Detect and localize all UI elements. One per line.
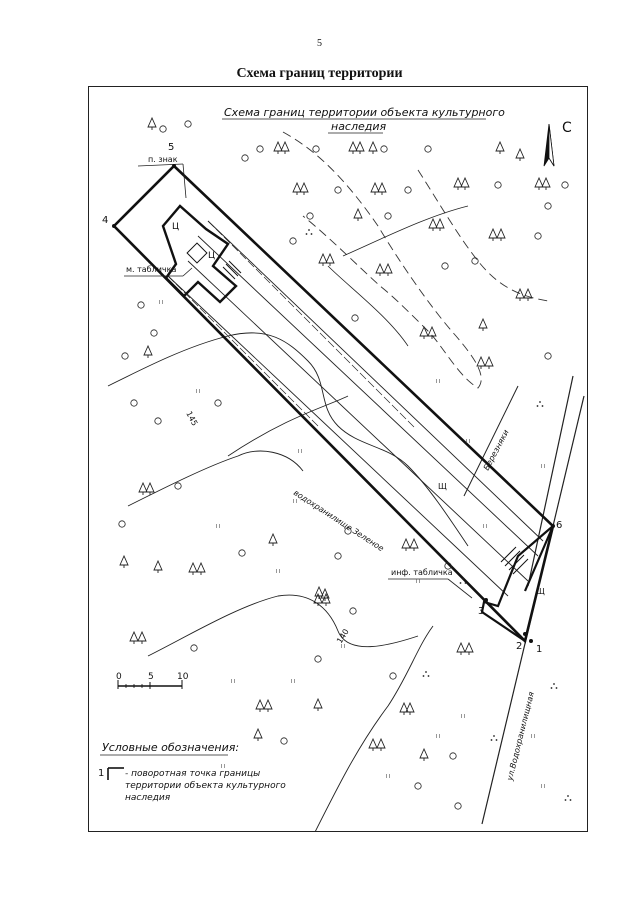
sign-small-label: п. знак bbox=[148, 155, 178, 164]
church-building bbox=[161, 204, 238, 304]
map-title-line1: Схема границ территории объекта культурн… bbox=[224, 106, 505, 119]
legend-item-number: 1 bbox=[98, 768, 104, 779]
north-label: С bbox=[562, 120, 572, 136]
scale-bar bbox=[117, 680, 183, 689]
document-title: Схема границ территории bbox=[236, 66, 403, 81]
hedge-rows bbox=[167, 220, 415, 428]
page-number: 5 bbox=[317, 38, 322, 49]
vegetation-symbols bbox=[118, 117, 572, 810]
map-title-line2: наследия bbox=[331, 120, 387, 133]
point-label-3: 3 bbox=[478, 606, 484, 617]
sign-memorial-label: м. табличка bbox=[126, 265, 176, 274]
street-reservoir-label: ул.Водохранилищная bbox=[505, 691, 536, 783]
contour-line-b bbox=[147, 594, 419, 657]
lane-line-3 bbox=[167, 275, 509, 597]
contour-line-d bbox=[227, 395, 349, 457]
reservoir-label: водохранилище Зеленое bbox=[292, 488, 386, 553]
contour-line-a bbox=[127, 450, 304, 507]
contour-label-145: 145 bbox=[184, 410, 199, 428]
forest-boundary-line bbox=[282, 131, 482, 389]
turning-point-markers bbox=[112, 164, 555, 643]
scale-label-max: 10 bbox=[177, 672, 189, 682]
shrine-label-1: Ц bbox=[172, 222, 179, 232]
point-label-4: 4 bbox=[102, 215, 108, 226]
point-label-5: 5 bbox=[168, 142, 174, 153]
point-label-2: 2 bbox=[516, 641, 522, 652]
shrine-label-2: Ц bbox=[208, 251, 215, 261]
legend-item-text-1: - поворотная точка границы bbox=[125, 769, 260, 779]
scale-label-min: 0 bbox=[116, 672, 122, 682]
map-frame: Схема границ территории объекта культурн… bbox=[88, 86, 588, 847]
north-arrow-icon bbox=[543, 123, 555, 167]
shield-label-1: Щ bbox=[438, 482, 447, 491]
entrance-structure bbox=[480, 525, 555, 642]
territory-boundary bbox=[112, 164, 555, 644]
point-label-6: 6 bbox=[556, 520, 562, 531]
lane-line-4 bbox=[207, 220, 544, 542]
shield-label-2: Щ bbox=[536, 587, 545, 596]
map-border bbox=[88, 86, 588, 832]
scale-label-mid: 5 bbox=[148, 672, 154, 682]
point-label-1: 1 bbox=[536, 644, 542, 655]
contour-line-e bbox=[342, 205, 469, 257]
lane-line-2 bbox=[187, 260, 529, 582]
contour-line-145 bbox=[107, 332, 469, 547]
contour-line-c bbox=[327, 265, 409, 347]
site-plan-map: Схема границ территории объекта культурн… bbox=[88, 86, 588, 847]
legend-item-text-3: наследия bbox=[125, 793, 171, 803]
lane-line-1 bbox=[197, 235, 539, 557]
contour-line-140 bbox=[307, 625, 434, 847]
legend-title: Условные обозначения: bbox=[102, 741, 239, 754]
sign-info-label: инф. табличка bbox=[391, 568, 453, 577]
forest-boundary-line-2 bbox=[417, 169, 549, 302]
turning-point-symbol-icon bbox=[107, 767, 124, 780]
leader-sign-small bbox=[137, 163, 184, 167]
stairs-hatch bbox=[222, 260, 529, 575]
street-birch-line bbox=[463, 385, 519, 497]
legend-item-text-2: территории объекта культурного bbox=[125, 781, 286, 791]
